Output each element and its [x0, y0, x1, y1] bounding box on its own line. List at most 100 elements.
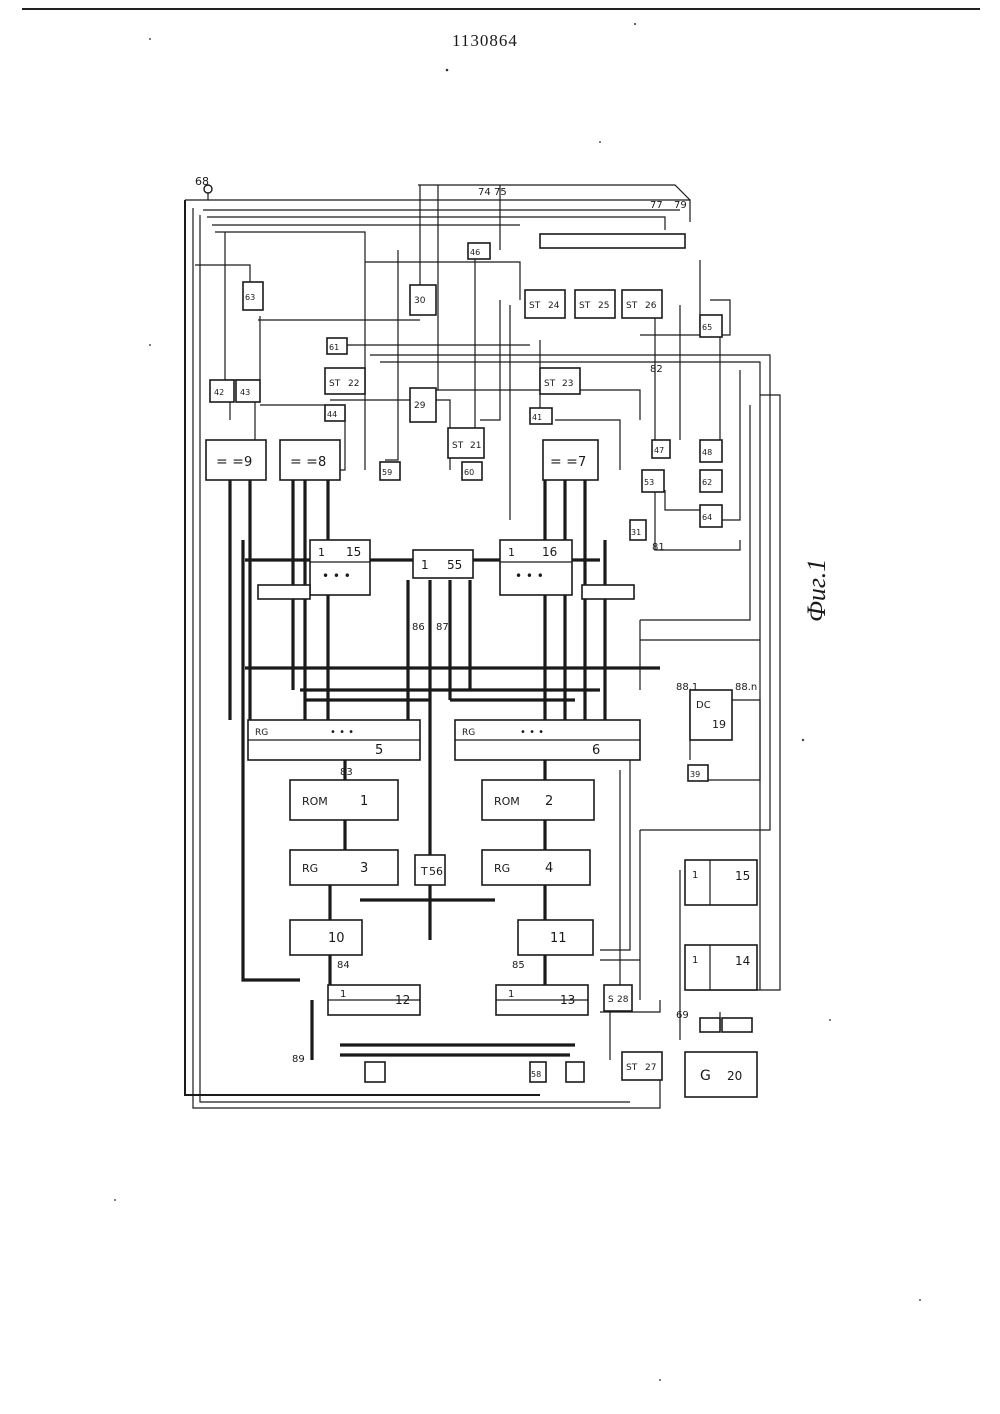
- svg-text:ROM: ROM: [494, 795, 520, 808]
- svg-text:RG: RG: [494, 862, 510, 875]
- svg-text:ST: ST: [626, 1063, 638, 1073]
- signal-86: 86: [412, 622, 425, 633]
- gate-64: 64: [700, 505, 722, 527]
- gate-48: 48: [700, 440, 722, 462]
- gate-44: 44: [325, 405, 345, 421]
- gate-59: 59: [380, 462, 400, 480]
- trigger-24: ST 24: [525, 290, 565, 318]
- svg-text:1: 1: [340, 989, 346, 1000]
- svg-text:62: 62: [702, 478, 712, 487]
- generator-20-num: 20: [727, 1069, 742, 1083]
- svg-text:46: 46: [470, 248, 480, 257]
- svg-text:• • •: • • •: [520, 727, 544, 738]
- gate-60: 60: [462, 462, 482, 480]
- signal-88-1: 88.1: [676, 682, 698, 693]
- block-11-num: 11: [550, 931, 567, 946]
- gate-41: 41: [530, 408, 552, 424]
- svg-text:26: 26: [645, 301, 657, 311]
- comparator-8-num: 8: [318, 455, 326, 470]
- svg-text:23: 23: [562, 379, 573, 389]
- svg-text:59: 59: [382, 468, 392, 477]
- svg-text:24: 24: [548, 301, 560, 311]
- svg-text:• • •: • • •: [322, 569, 351, 583]
- block-13-num: 13: [560, 993, 575, 1007]
- block-56-num: 56: [429, 865, 443, 878]
- comparator-7-num: 7: [578, 455, 586, 470]
- input-gate-right: [566, 1062, 584, 1082]
- gate-42: 42: [210, 380, 234, 402]
- svg-text:G: G: [700, 1068, 711, 1084]
- svg-text:42: 42: [214, 388, 224, 397]
- gate-61: 61: [327, 338, 347, 354]
- svg-text:= =: = =: [290, 454, 318, 470]
- trigger-26: ST 26: [622, 290, 662, 318]
- signal-77: 77: [650, 200, 663, 211]
- svg-text:65: 65: [702, 323, 712, 332]
- svg-text:44: 44: [327, 410, 337, 419]
- svg-text:RG: RG: [302, 862, 318, 875]
- svg-text:30: 30: [414, 296, 426, 306]
- svg-text:1: 1: [508, 546, 515, 559]
- register-6-num: 6: [592, 743, 600, 758]
- svg-text:31: 31: [631, 528, 641, 537]
- svg-text:60: 60: [464, 468, 474, 477]
- svg-text:28: 28: [617, 995, 629, 1005]
- trigger-28: S 28: [604, 985, 632, 1011]
- gate-row-right: [582, 585, 634, 599]
- trigger-30: 30: [410, 285, 436, 315]
- svg-text:1: 1: [692, 955, 698, 966]
- block-16-num: 15: [346, 545, 361, 559]
- svg-text:53: 53: [644, 478, 654, 487]
- signal-87: 87: [436, 622, 449, 633]
- signal-74: 74: [478, 187, 491, 198]
- svg-text:1: 1: [318, 546, 325, 559]
- svg-text:64: 64: [702, 513, 712, 522]
- svg-text:63: 63: [245, 293, 255, 302]
- gate-pair-bottom: [722, 1018, 752, 1032]
- gate-53: 53: [642, 470, 664, 492]
- svg-text:• • •: • • •: [330, 727, 354, 738]
- svg-text:T: T: [420, 865, 428, 878]
- signal-82: 82: [650, 364, 663, 375]
- signal-88-n: 88.n: [735, 682, 757, 693]
- gate-62: 62: [700, 470, 722, 492]
- input-gate-left: [365, 1062, 385, 1082]
- signal-69: 69: [676, 1010, 689, 1021]
- svg-text:ST: ST: [579, 301, 591, 311]
- svg-text:58: 58: [531, 1070, 541, 1079]
- gate-47: 47: [652, 440, 670, 458]
- rom-2-num: 2: [545, 794, 553, 809]
- signal-81: 81: [652, 542, 665, 553]
- gate-row-left: [258, 585, 310, 599]
- register-3-num: 3: [360, 861, 368, 876]
- svg-text:ST: ST: [544, 379, 556, 389]
- gate-58: 58: [530, 1062, 546, 1082]
- svg-text:• • •: • • •: [515, 569, 544, 583]
- gate-65: 65: [700, 315, 722, 337]
- svg-text:1: 1: [421, 558, 429, 572]
- comparator-9-label: = =: [216, 454, 244, 470]
- gate-43: 43: [236, 380, 260, 402]
- signal-68: 68: [195, 175, 209, 188]
- svg-text:27: 27: [645, 1063, 656, 1073]
- gate-31: 31: [630, 520, 646, 540]
- svg-text:S: S: [608, 995, 614, 1005]
- gate-63: 63: [243, 282, 263, 310]
- svg-text:43: 43: [240, 388, 250, 397]
- block-10: [290, 920, 362, 955]
- signal-84: 84: [337, 960, 350, 971]
- svg-text:= =: = =: [550, 454, 578, 470]
- gate-39: 39: [688, 765, 708, 781]
- block-17-num: 16: [542, 545, 557, 559]
- gate-stack-top: [540, 234, 685, 248]
- svg-text:22: 22: [348, 379, 359, 389]
- block-12-num: 12: [395, 993, 410, 1007]
- comparator-9-num: 9: [244, 455, 252, 470]
- register-5-num: 5: [375, 743, 383, 758]
- block-10-num: 10: [328, 931, 345, 946]
- svg-text:47: 47: [654, 446, 664, 455]
- gate-46: 46: [468, 243, 490, 259]
- signal-83: 83: [340, 767, 353, 778]
- svg-text:ROM: ROM: [302, 795, 328, 808]
